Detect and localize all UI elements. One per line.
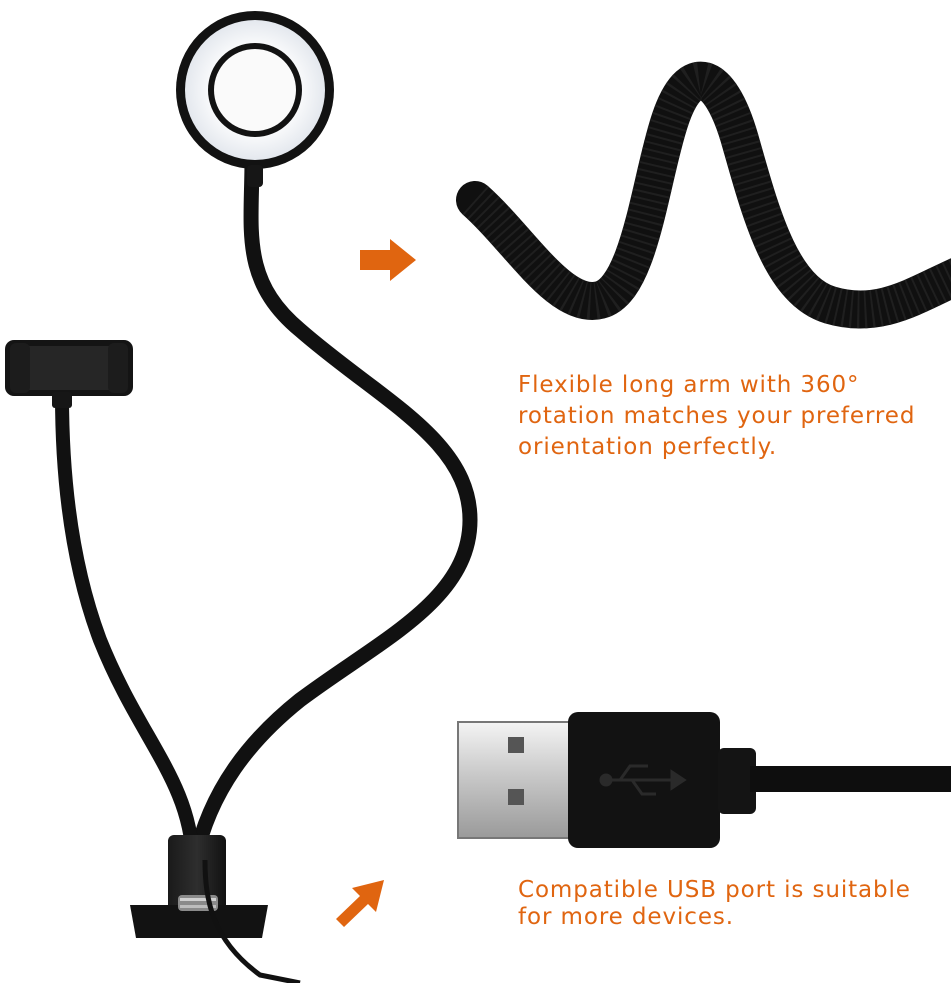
- arrow-up-right-icon: [336, 880, 384, 927]
- usb-plug: [457, 712, 951, 848]
- gooseneck-arm-ring: [187, 152, 478, 868]
- ring-light: [176, 11, 334, 187]
- caption-usb-line-2: for more devices.: [518, 904, 734, 930]
- gooseneck-arm-phone: [55, 388, 200, 867]
- caption-arm-line-1: Flexible long arm with 360°: [518, 372, 860, 398]
- arrow-right-icon: [360, 239, 416, 281]
- caption-flexible-arm: Flexible long arm with 360° rotation mat…: [518, 370, 915, 463]
- caption-usb-port: Compatible USB port is suitable for more…: [518, 877, 911, 931]
- usb-trident-icon: [599, 764, 687, 796]
- caption-usb-line-1: Compatible USB port is suitable: [518, 877, 911, 903]
- desk-clamp: [130, 835, 301, 983]
- phone-holder: [5, 340, 133, 408]
- caption-arm-line-2: rotation matches your preferred: [518, 403, 916, 429]
- caption-arm-line-3: orientation perfectly.: [518, 434, 778, 460]
